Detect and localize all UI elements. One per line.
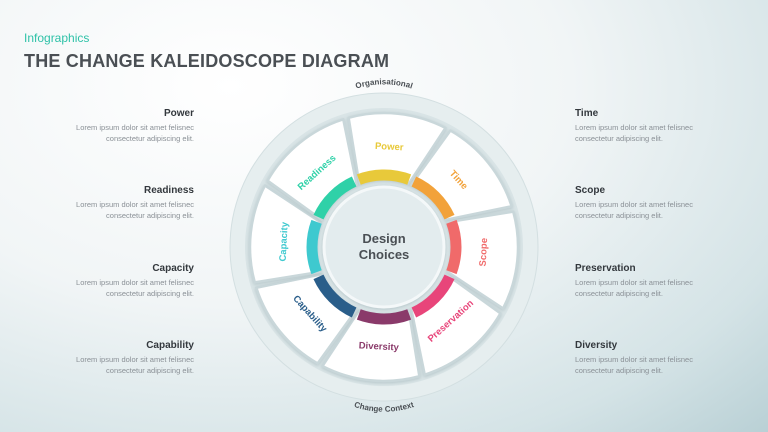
arc-preservation <box>411 274 455 318</box>
right-block-diversity: Diversity Lorem ipsum dolor sit amet fel… <box>575 340 745 376</box>
block-heading: Preservation <box>575 263 636 274</box>
center-label-line2: Choices <box>359 247 410 262</box>
block-heading: Scope <box>575 185 606 196</box>
infographics-tag: Infographics <box>24 31 90 45</box>
right-block-scope: Scope Lorem ipsum dolor sit amet felisne… <box>575 185 745 221</box>
page-title: THE CHANGE KALEIDOSCOPE DIAGRAM <box>24 51 390 71</box>
left-block-capacity: Capacity Lorem ipsum dolor sit amet feli… <box>24 263 194 299</box>
block-heading: Diversity <box>575 340 618 351</box>
right-block-preservation: Preservation Lorem ipsum dolor sit amet … <box>575 263 745 299</box>
segment-label-diversity: Diversity <box>358 340 399 353</box>
left-block-capability: Capability Lorem ipsum dolor sit amet fe… <box>24 340 194 376</box>
arc-diversity <box>356 309 412 325</box>
arc-capability <box>313 274 357 318</box>
block-heading: Capability <box>146 340 194 351</box>
block-heading: Readiness <box>143 185 194 196</box>
arc-power <box>356 169 412 185</box>
arc-scope <box>446 219 462 275</box>
outer-label-change-context: Change Context <box>353 400 415 414</box>
arc-capacity <box>306 219 322 275</box>
left-block-readiness: Readiness Lorem ipsum dolor sit amet fel… <box>24 185 194 221</box>
left-block-power: Power Lorem ipsum dolor sit amet felisne… <box>24 108 194 144</box>
right-block-time: Time Lorem ipsum dolor sit amet felisnec… <box>575 108 745 144</box>
color-arc-group <box>306 169 462 325</box>
segment-label-scope: Scope <box>478 238 490 267</box>
arc-readiness <box>313 176 357 220</box>
block-heading: Capacity <box>152 263 194 274</box>
segment-label-capacity: Capacity <box>278 221 291 262</box>
block-heading: Power <box>163 108 194 119</box>
block-heading: Time <box>575 108 599 119</box>
center-label-line1: Design <box>362 231 405 246</box>
center-hub <box>322 185 446 309</box>
arc-time <box>411 176 455 220</box>
outer-label-organisational: Organisational <box>354 77 413 90</box>
segment-group: PowerTimeScopePreservationDiversityCapab… <box>248 111 520 383</box>
segment-label-power: Power <box>375 141 404 153</box>
